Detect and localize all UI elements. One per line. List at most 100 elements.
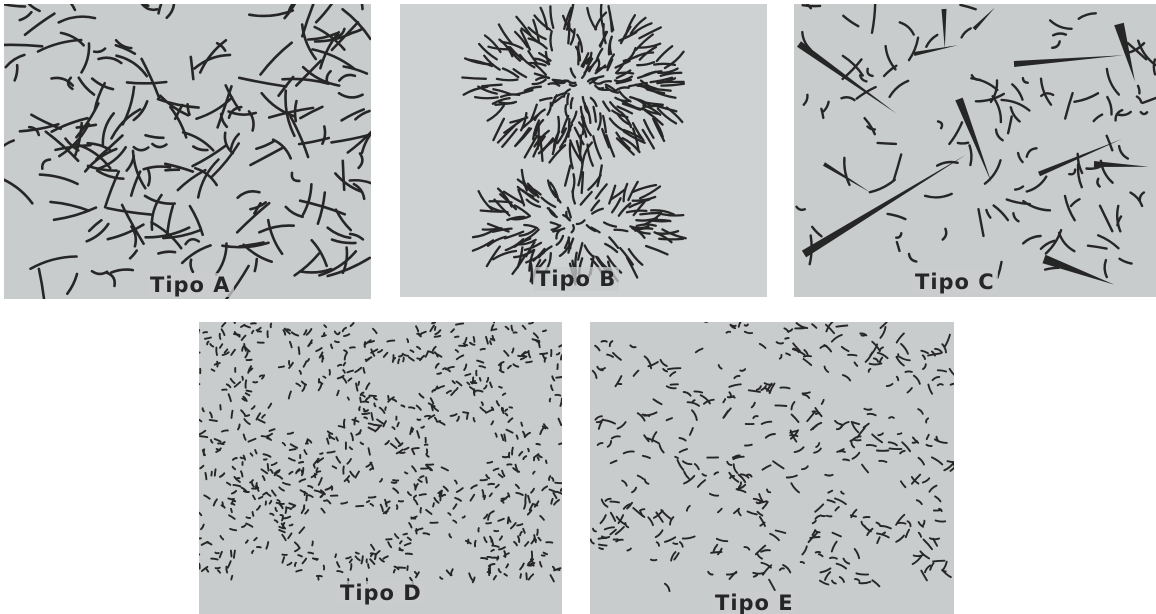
graphite-flake [1053,34,1066,36]
graphite-flake [571,69,575,78]
graphite-flake [471,485,477,488]
graphite-flake [601,515,606,523]
graphite-flake [256,483,257,489]
graphite-flake [908,521,911,526]
graphite-flake [599,538,607,539]
graphite-flake [476,391,482,392]
graphite-flake [602,341,607,342]
graphite-flake [533,472,535,474]
graphite-flake [271,324,272,328]
graphite-flake [484,496,485,499]
graphite-flake [231,509,232,512]
graphite-flake [409,407,414,408]
graphite-flake [451,414,457,416]
graphite-flake [923,355,925,359]
graphite-flake [266,493,270,496]
graphite-flake [148,170,149,185]
graphite-flake [266,542,268,549]
graphite-flake [820,581,829,585]
graphite-flake [867,69,872,76]
graphite-flake [486,337,488,344]
graphite-flake [252,406,255,409]
graphite-flake [492,539,493,544]
graphite-flake [727,573,737,575]
graphite-flake [371,413,372,420]
graphite-flake [900,357,910,360]
graphite-flake [497,401,499,405]
graphite-flake [455,388,457,391]
graphite-flake [407,339,408,342]
graphite-flake [423,533,429,534]
graphite-flake [333,466,337,468]
graphite-flake [524,502,526,508]
graphite-flake [533,80,546,84]
graphite-flake [758,512,763,516]
graphite-flake [131,172,140,196]
graphite-flake [440,422,445,425]
graphite-flake [455,337,459,338]
graphite-flake [593,82,602,84]
graphite-flake [300,371,301,374]
graphite-flake [559,419,562,425]
graphite-flake [314,465,315,468]
graphite-flake [216,348,217,355]
graphite-flake [734,464,738,473]
graphite-flake [856,573,868,574]
graphite-flake [374,403,375,406]
graphite-flake [339,93,363,97]
graphite-flake [559,443,562,444]
graphite-flake [487,557,492,558]
graphite-flake [499,102,516,104]
graphite-flake [659,239,683,240]
graphite-flake [680,449,687,452]
graphite-flake [502,408,503,412]
graphite-flake [745,445,752,446]
graphite-flake [449,534,451,537]
graphite-flake [1107,97,1111,114]
graphite-flake [186,239,199,244]
graphite-flake [616,540,623,542]
graphite-flake [727,332,731,333]
graphite-flake [520,532,522,536]
graphite-flake [361,443,364,445]
graphite-flake [231,551,232,557]
graphite-flake [292,506,295,508]
label-tipo-d: Tipo D [337,581,425,605]
graphite-flake [205,338,211,339]
graphite-flake [369,423,375,425]
graphite-flake [433,347,436,351]
graphite-flake [347,371,353,373]
graphite-flake [212,369,215,371]
graphite-flake [1065,196,1075,220]
graphite-flake [572,225,574,232]
graphite-flake [343,161,344,190]
graphite-flake [497,556,498,559]
graphite-flake [436,364,439,368]
graphite-flake [922,521,924,526]
graphite-flake [802,546,807,554]
graphite-flake [195,55,231,69]
graphite-flake [89,220,101,231]
graphite-flake [862,465,868,473]
graphite-flake [645,479,649,483]
graphite-flake [451,569,453,575]
graphite-flake [345,354,347,360]
graphite-flake [729,392,731,395]
graphite-flake [233,467,236,470]
graphite-flake [877,533,889,537]
graphite-flake [807,412,814,421]
graphite-flake [544,553,548,555]
graphite-flake [469,573,472,580]
graphite-flake [397,423,399,427]
graphite-flake [159,4,172,13]
graphite-flake [375,426,380,432]
graphite-flake [511,326,512,331]
graphite-flake [210,344,213,347]
graphite-flake [869,369,871,372]
graphite-flake [630,345,635,347]
graphite-flake [729,384,741,387]
graphite-flake [923,478,930,482]
graphite-flake [308,553,313,554]
graphite-flake [308,495,312,497]
graphite-flake [773,461,784,468]
